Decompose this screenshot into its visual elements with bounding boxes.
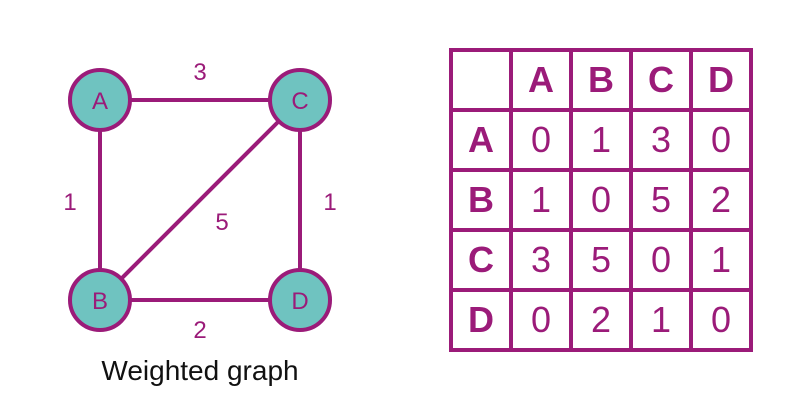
matrix-cell: 1	[569, 108, 633, 172]
node-a: A	[68, 68, 132, 132]
node-c-label: C	[291, 88, 308, 115]
matrix-header-row: A B C D	[449, 48, 753, 112]
edge-b-c	[98, 98, 302, 302]
matrix-col-header: A	[509, 48, 573, 112]
node-a-label: A	[92, 88, 108, 115]
matrix-cell: 2	[689, 168, 753, 232]
matrix-cell: 2	[569, 288, 633, 352]
matrix-cell: 0	[689, 108, 753, 172]
node-b-label: B	[92, 288, 108, 315]
matrix-cell: 0	[689, 288, 753, 352]
matrix-cell: 1	[629, 288, 693, 352]
weight-a-b: 1	[63, 189, 76, 216]
matrix-cell: 1	[689, 228, 753, 292]
matrix-row-header: A	[449, 108, 513, 172]
matrix-corner-cell	[449, 48, 513, 112]
matrix-col-header: B	[569, 48, 633, 112]
weight-b-d: 2	[193, 317, 206, 344]
node-c: C	[268, 68, 332, 132]
node-d: D	[268, 268, 332, 332]
node-c-circle	[268, 68, 332, 132]
weight-c-d: 1	[323, 189, 336, 216]
node-a-circle	[68, 68, 132, 132]
matrix-row-header: C	[449, 228, 513, 292]
matrix-row-header: B	[449, 168, 513, 232]
matrix-cell: 0	[569, 168, 633, 232]
graph-caption: Weighted graph	[101, 355, 298, 386]
matrix-cell: 5	[569, 228, 633, 292]
matrix-row: D 0 2 1 0	[449, 288, 753, 352]
matrix-cell: 3	[509, 228, 573, 292]
matrix-cell: 0	[629, 228, 693, 292]
matrix-row: A 0 1 3 0	[449, 108, 753, 172]
node-d-circle	[268, 268, 332, 332]
matrix-col-header: C	[629, 48, 693, 112]
node-b: B	[68, 268, 132, 332]
matrix-cell: 0	[509, 288, 573, 352]
matrix-cell: 3	[629, 108, 693, 172]
weight-b-c: 5	[215, 209, 228, 236]
matrix-row-header: D	[449, 288, 513, 352]
adjacency-matrix: A B C D A 0 1 3 0 B 1 0 5 2 C 3 5 0 1 D …	[449, 48, 753, 352]
matrix-cell: 1	[509, 168, 573, 232]
matrix-cell: 5	[629, 168, 693, 232]
matrix-row: C 3 5 0 1	[449, 228, 753, 292]
weight-a-c: 3	[193, 59, 206, 86]
matrix-col-header: D	[689, 48, 753, 112]
matrix-row: B 1 0 5 2	[449, 168, 753, 232]
matrix-cell: 0	[509, 108, 573, 172]
node-d-label: D	[291, 288, 308, 315]
node-b-circle	[68, 268, 132, 332]
